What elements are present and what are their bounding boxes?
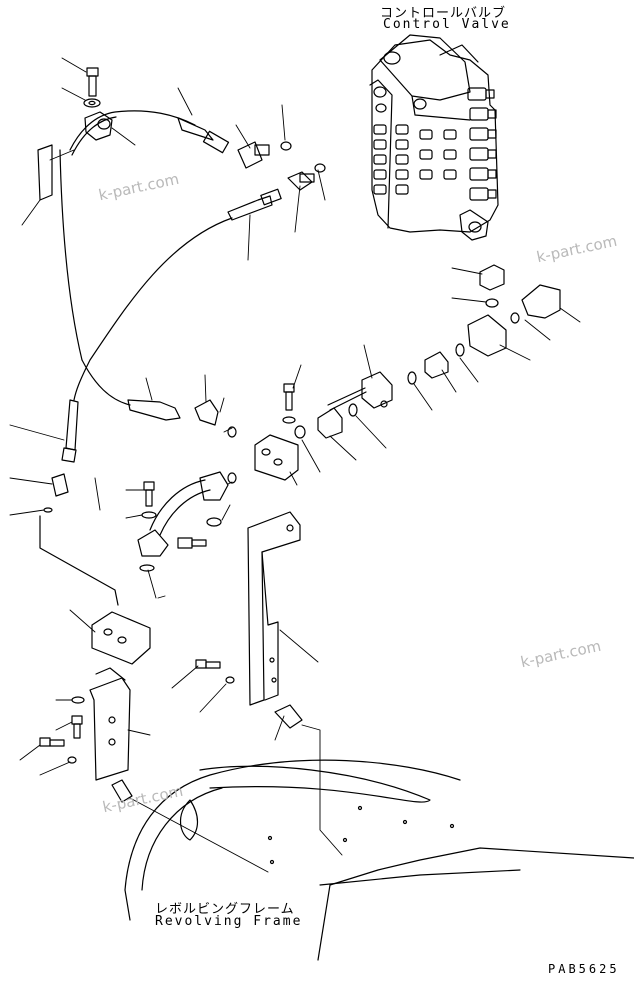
- control-valve-label-jp: コントロールバルブ: [380, 6, 507, 21]
- mid-block: [82, 360, 298, 483]
- left-hose-fittings: [40, 400, 118, 605]
- revolving-frame-label-jp: レボルビングフレーム: [155, 902, 295, 917]
- revolving-frame-label-en: Revolving Frame: [155, 914, 303, 929]
- flange-tube: [138, 472, 228, 571]
- revolving-frame: [125, 760, 634, 960]
- control-valve: [370, 35, 498, 240]
- control-valve-label-en: Control Valve: [383, 17, 511, 32]
- lower-brackets: [40, 512, 302, 802]
- leader-lines: [10, 58, 580, 872]
- upper-hoses: [38, 68, 325, 400]
- right-fittings: [295, 265, 560, 438]
- drawing-code: PAB5625: [548, 962, 620, 976]
